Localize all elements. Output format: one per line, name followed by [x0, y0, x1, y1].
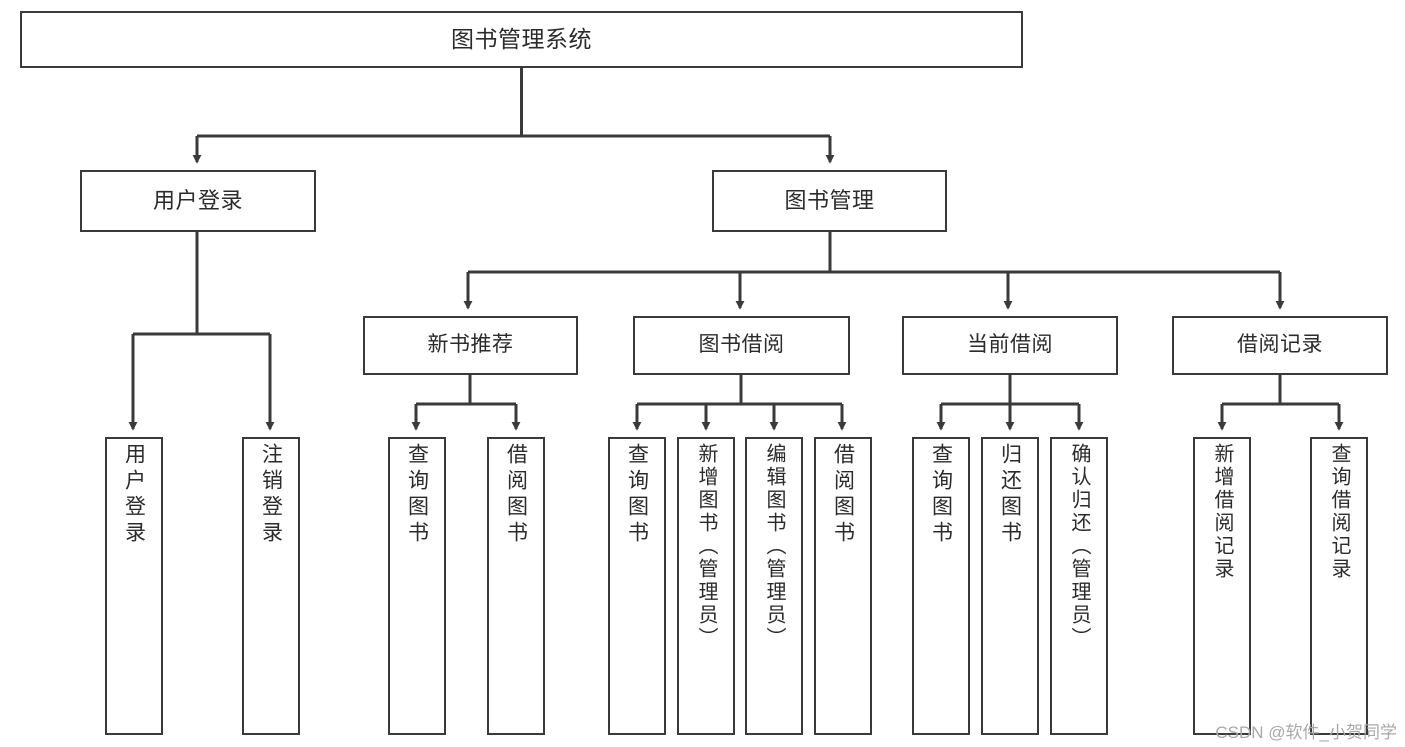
leaf-query-book-borrow[interactable]: 查询图书: [608, 437, 666, 735]
leaf-logout[interactable]: 注销登录: [242, 437, 300, 735]
node-label: 借阅记录: [1237, 333, 1323, 357]
node-current-borrow[interactable]: 当前借阅: [902, 316, 1118, 375]
leaf-edit-book-admin[interactable]: 编辑图书（管理员）: [745, 437, 803, 735]
leaf-confirm-return-admin[interactable]: 确认归还（管理员）: [1050, 437, 1108, 735]
node-label: 新增图书（管理员）: [695, 443, 717, 650]
node-label: 图书管理: [784, 188, 875, 214]
node-label: 确认归还（管理员）: [1068, 443, 1090, 650]
leaf-add-borrow-record[interactable]: 新增借阅记录: [1193, 437, 1251, 735]
node-label: 查询借阅记录: [1328, 443, 1350, 581]
node-label: 编辑图书（管理员）: [763, 443, 785, 650]
leaf-borrow-book-recommend[interactable]: 借阅图书: [487, 437, 545, 735]
node-book-management[interactable]: 图书管理: [712, 170, 947, 232]
leaf-query-book-current[interactable]: 查询图书: [912, 437, 970, 735]
node-user-login[interactable]: 用户登录: [80, 170, 316, 232]
node-label: 查询图书: [929, 443, 953, 547]
node-new-book-recommend[interactable]: 新书推荐: [363, 316, 578, 375]
leaf-user-login[interactable]: 用户登录: [105, 437, 163, 735]
node-label: 图书管理系统: [451, 26, 592, 53]
node-label: 新书推荐: [427, 333, 514, 357]
node-label: 归还图书: [998, 443, 1022, 547]
node-label: 新增借阅记录: [1211, 443, 1233, 581]
leaf-return-book[interactable]: 归还图书: [981, 437, 1039, 735]
leaf-add-book-admin[interactable]: 新增图书（管理员）: [677, 437, 735, 735]
node-borrow-record[interactable]: 借阅记录: [1172, 316, 1388, 375]
csdn-watermark: CSDN @软件_小贺同学: [1215, 723, 1397, 742]
leaf-query-book-recommend[interactable]: 查询图书: [388, 437, 446, 735]
node-label: 图书借阅: [698, 333, 785, 357]
node-label: 用户登录: [122, 443, 146, 547]
node-label: 注销登录: [259, 443, 283, 547]
node-label: 当前借阅: [967, 333, 1053, 357]
leaf-borrow-book[interactable]: 借阅图书: [814, 437, 872, 735]
node-book-management-system[interactable]: 图书管理系统: [20, 11, 1023, 68]
node-label: 查询图书: [405, 443, 429, 547]
node-label: 用户登录: [152, 188, 243, 214]
node-label: 查询图书: [625, 443, 649, 547]
node-book-borrow[interactable]: 图书借阅: [633, 316, 850, 375]
node-label: 借阅图书: [504, 443, 528, 547]
node-label: 借阅图书: [831, 443, 855, 547]
leaf-query-borrow-record[interactable]: 查询借阅记录: [1310, 437, 1368, 735]
